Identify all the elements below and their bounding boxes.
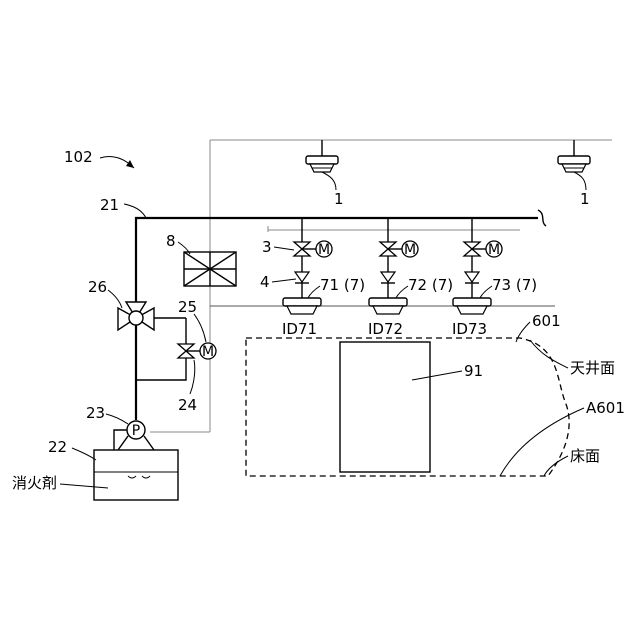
arrow-icon bbox=[126, 160, 134, 168]
nozzle-label: 72 (7) bbox=[408, 276, 453, 294]
id-label: ID71 bbox=[282, 320, 317, 338]
ceiling-label: 天井面 bbox=[570, 359, 615, 377]
ceiling-sensor-icon bbox=[306, 140, 338, 172]
motor-icon: M bbox=[202, 344, 214, 360]
nozzle-icon bbox=[369, 298, 407, 314]
motor-icon: M bbox=[404, 242, 416, 258]
pump-icon: P bbox=[132, 423, 140, 439]
id-label: ID72 bbox=[368, 320, 403, 338]
id-label: ID73 bbox=[452, 320, 487, 338]
tank-label: 22 bbox=[48, 438, 67, 456]
motor-label: 25 bbox=[178, 298, 197, 316]
check-valve-label: 4 bbox=[260, 273, 270, 291]
valve-label: 3 bbox=[262, 238, 272, 256]
pump-label: 23 bbox=[86, 404, 105, 422]
motor-icon: M bbox=[488, 242, 500, 258]
pipe-label: 21 bbox=[100, 196, 119, 214]
object-91 bbox=[340, 342, 430, 472]
area-label: 601 bbox=[532, 312, 561, 330]
motor-icon: M bbox=[318, 242, 330, 258]
panel-label: 8 bbox=[166, 232, 176, 250]
sensor-label: 1 bbox=[334, 190, 344, 208]
nozzle-icon bbox=[453, 298, 491, 314]
tank bbox=[94, 450, 178, 500]
ceiling-sensor-icon bbox=[558, 140, 590, 172]
system-label: 102 bbox=[64, 148, 93, 166]
nozzle-icon bbox=[283, 298, 321, 314]
object-label: 91 bbox=[464, 362, 483, 380]
area-a601-label: A601 bbox=[586, 399, 625, 417]
bypass-loop: M bbox=[136, 318, 216, 380]
nozzle-label: 71 (7) bbox=[320, 276, 365, 294]
main-valve bbox=[118, 302, 186, 330]
sensor-label: 1 bbox=[580, 190, 590, 208]
floor-label: 床面 bbox=[570, 447, 600, 465]
agent-label: 消火剤 bbox=[12, 474, 57, 492]
valve-label: 24 bbox=[178, 396, 197, 414]
valve-label: 26 bbox=[88, 278, 107, 296]
control-panel bbox=[184, 252, 236, 286]
nozzle-label: 73 (7) bbox=[492, 276, 537, 294]
